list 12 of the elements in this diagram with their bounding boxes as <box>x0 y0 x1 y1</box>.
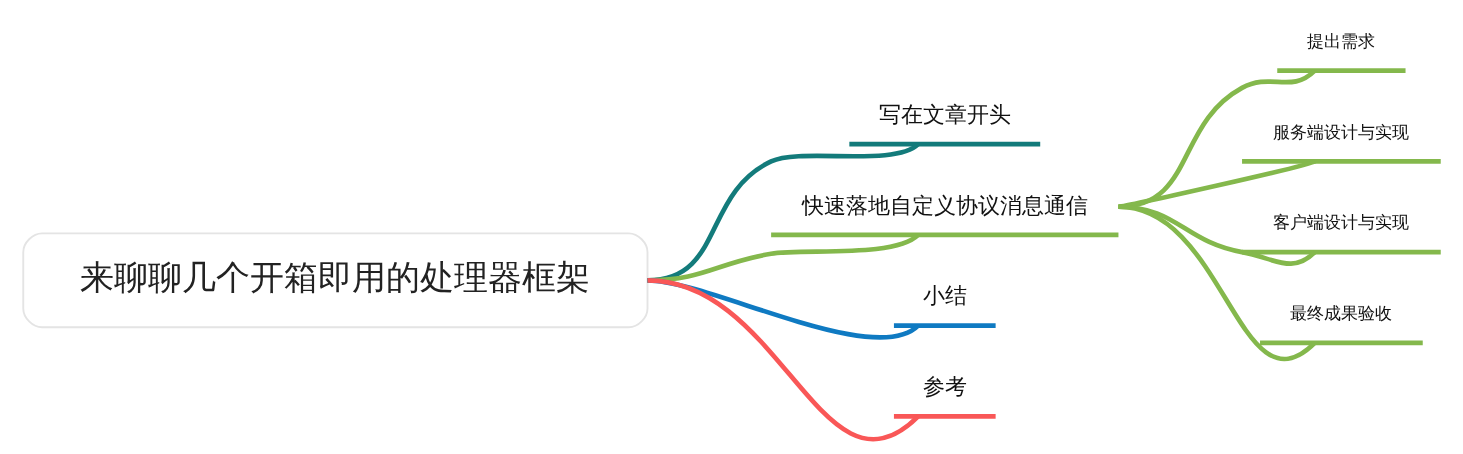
node-text: 服务端设计与实现 <box>1272 121 1409 142</box>
node-box: 来聊聊几个开箱即用的处理器框架 <box>21 232 648 329</box>
node-text: 提出需求 <box>1306 30 1375 51</box>
node-text: 参考 <box>922 374 967 400</box>
node-text: 客户端设计与实现 <box>1272 212 1409 233</box>
connector <box>1117 204 1316 266</box>
connector <box>646 277 920 442</box>
node-text: 最终成果验收 <box>1289 303 1392 324</box>
node-text: 写在文章开头 <box>878 101 1011 127</box>
node-text: 小结 <box>922 283 967 309</box>
node-text: 快速落地自定义协议消息通信 <box>801 192 1088 218</box>
connector <box>1117 204 1316 361</box>
